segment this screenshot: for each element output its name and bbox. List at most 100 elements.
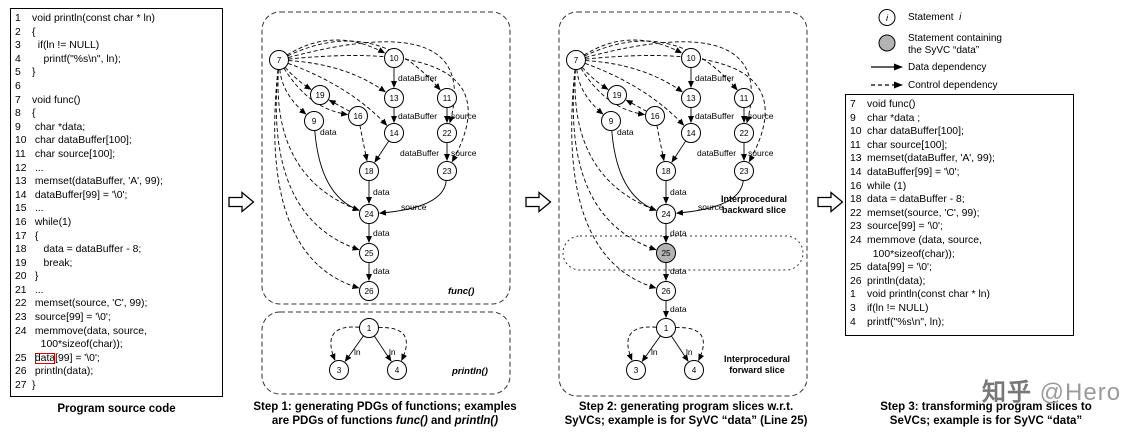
data-dependency-edge (670, 335, 689, 362)
pdg-node-13 (384, 88, 404, 108)
control-dependency-edge (288, 60, 386, 93)
edge-label: source (451, 148, 477, 158)
line-code: 100*sizeof(char)); (867, 248, 955, 260)
pdg-node-4 (684, 360, 704, 380)
line-number: 3 (15, 40, 21, 52)
pdg-node-11 (734, 88, 754, 108)
line-number: 25 (15, 352, 27, 364)
pdg-node-label: 13 (686, 94, 696, 103)
control-dependency-edge (329, 326, 360, 361)
pdg-node-1 (656, 318, 676, 338)
println-region (261, 311, 511, 395)
pdg-node-label: 14 (686, 129, 696, 138)
data-dependency-edge (611, 130, 657, 211)
pdg-node-label: 11 (443, 94, 452, 103)
line-number: 18 (15, 244, 27, 256)
line-code: } (32, 271, 39, 283)
data-dependency-edge (675, 180, 744, 216)
pdg-node-13 (681, 88, 701, 108)
data-dependency-edge (374, 140, 390, 163)
pdg-node-label: 24 (364, 210, 374, 219)
step1-caption: Step 1: generating PDGs of functions; ex… (236, 401, 534, 429)
edge-label: dataBuffer (695, 111, 734, 121)
caption-line: are PDGs of functions func() and println… (271, 414, 499, 427)
edge-label: data (670, 187, 687, 197)
pdg-node-label: 1 (664, 324, 669, 333)
control-dependency-edge (279, 69, 307, 115)
line-number: 17 (15, 230, 27, 242)
line-code: ... (32, 203, 44, 215)
code-line: 25 data[99] = '\0'; (850, 261, 1069, 275)
line-number: 9 (850, 112, 856, 124)
edge-label: source (401, 202, 427, 212)
pdg-node-3 (626, 360, 646, 380)
control-dependency-edge (286, 39, 386, 56)
edge-label: dataBuffer (400, 148, 439, 158)
pdg-node-19 (607, 85, 627, 105)
line-code: memmove(data, source, (32, 325, 147, 337)
pdg-node-label: 10 (389, 54, 399, 63)
pdg-node-22 (437, 123, 457, 143)
line-code: data[99] = '\0'; (867, 262, 932, 274)
control-dependency-edge (275, 69, 360, 251)
control-dependency-edge (283, 67, 349, 117)
line-number: 25 (850, 262, 862, 274)
code-line: 27} (15, 379, 218, 393)
control-dependency-edge (571, 69, 657, 290)
syvc-node-icon (866, 32, 908, 54)
line-number: 11 (15, 148, 26, 160)
edge-label: data (373, 228, 390, 238)
line-number: 8 (15, 108, 21, 120)
legend-syvc-label-2: the SyVC “data” (908, 44, 980, 56)
syvc-highlight-box: data (34, 352, 56, 364)
line-code: if(ln != NULL) (867, 302, 929, 314)
line-code: memset(source, 'C', 99); (867, 207, 980, 219)
pdg-node-label: 22 (739, 129, 749, 138)
pdg-node-9 (304, 111, 324, 131)
code-line: 5} (15, 66, 218, 80)
line-number: 1 (850, 289, 856, 301)
pdg-node-24 (359, 204, 379, 224)
code-line: 17 { (15, 230, 218, 244)
control-dependency-edge (288, 55, 469, 163)
legend-item-statement: i Statement i (866, 8, 1134, 27)
line-code: char *data; (32, 121, 86, 133)
data-dependency-edge (641, 335, 661, 362)
edge-label: dataBuffer (695, 73, 734, 83)
code-line: 8{ (15, 107, 218, 121)
code-line: 19 break; (15, 257, 218, 271)
flow-arrow-3 (817, 191, 844, 213)
flow-arrow-shape (817, 191, 844, 213)
caption-line: SeVCs; example is for SyVC “data” (889, 414, 1083, 427)
line-code: source[99] = '\0'; (867, 221, 943, 233)
pdg-node-11 (437, 88, 457, 108)
line-code: data[99] = '\0'; (34, 352, 100, 364)
line-number: 13 (850, 153, 862, 165)
pdg-node-label: 25 (661, 249, 671, 258)
pdg-node-25 (656, 243, 676, 263)
line-number: 5 (15, 67, 21, 79)
code-line: 13 memset(dataBuffer, 'A', 99); (15, 175, 218, 189)
control-dependency-edge (585, 55, 766, 163)
pdg-node-label: 7 (574, 56, 579, 65)
line-number: 4 (850, 316, 856, 328)
legend: i Statement i Statement containing the S… (866, 8, 1134, 96)
pdg-node-18 (656, 161, 676, 181)
code-line: 100*sizeof(char)); (850, 248, 1069, 262)
pdg-node-18 (359, 161, 379, 181)
line-code: } (32, 380, 36, 392)
pdg-node-label: 3 (337, 366, 342, 375)
control-dependency-arrow-icon (866, 79, 908, 91)
code-line: 21 ... (15, 284, 218, 298)
edge-label: ln (389, 347, 396, 357)
graph-annotation: backward slice (722, 205, 786, 215)
line-number: 7 (850, 99, 856, 110)
